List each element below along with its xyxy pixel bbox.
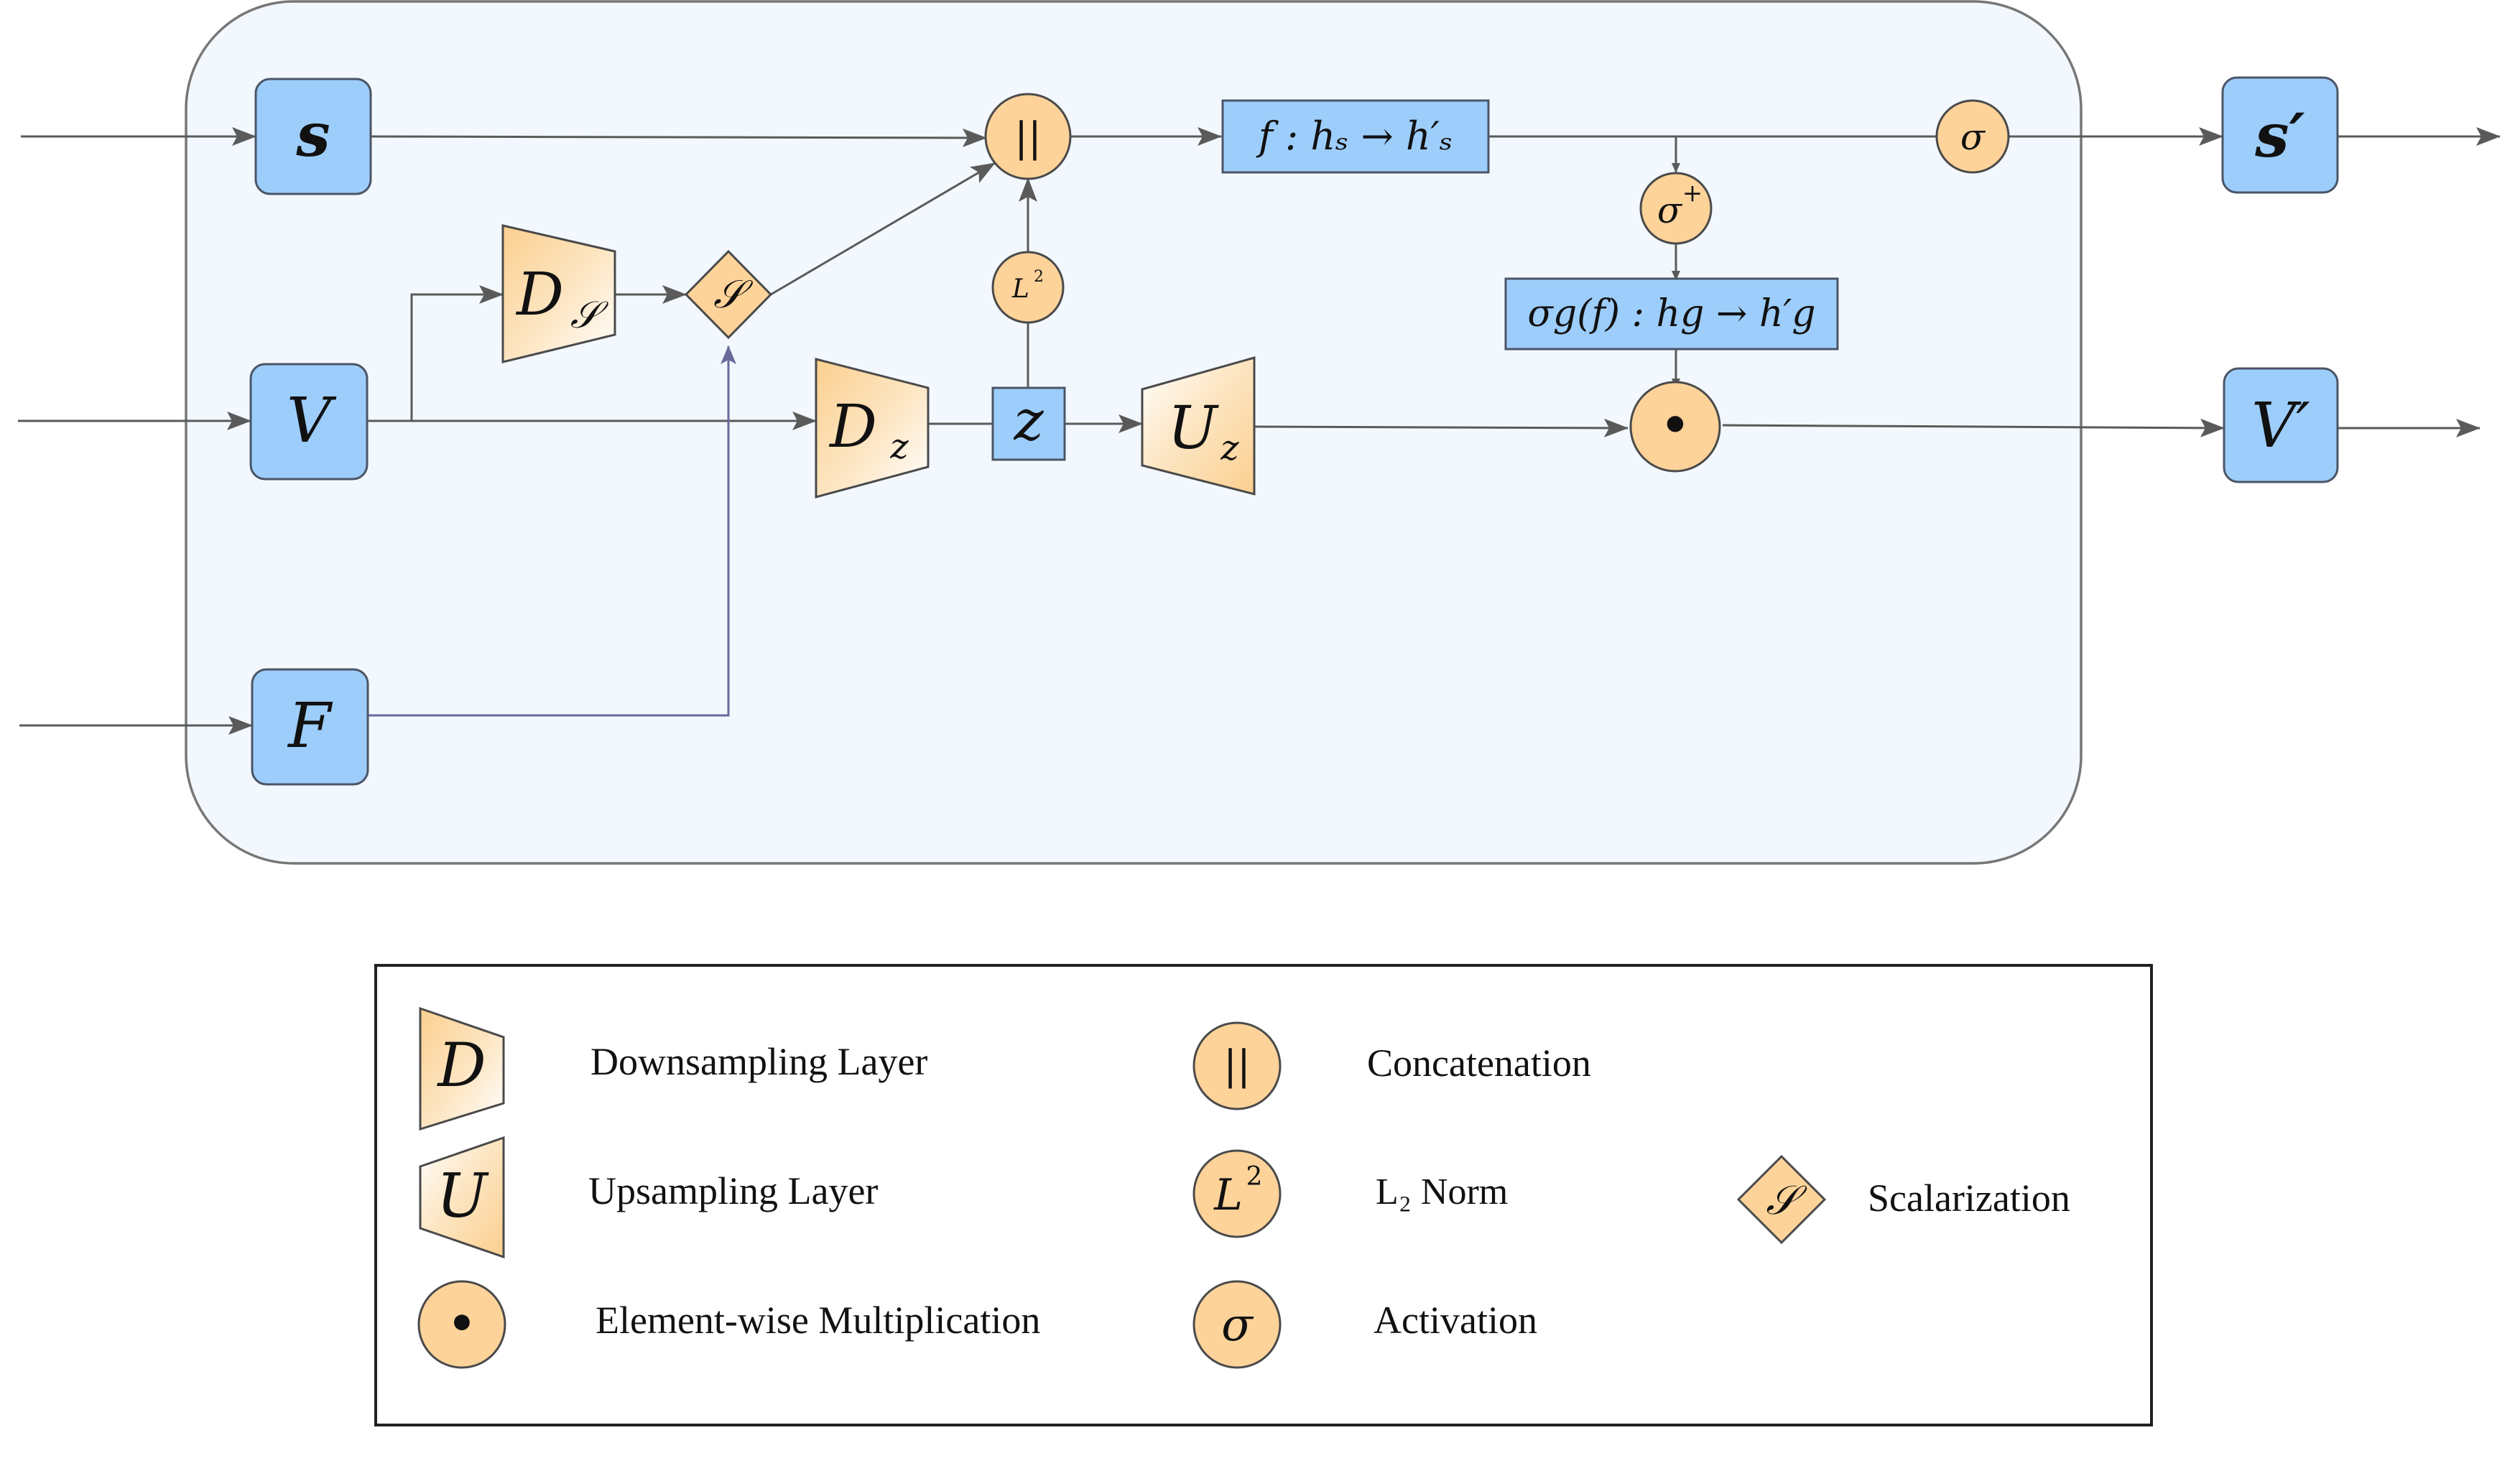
svg-text:+: +	[1682, 179, 1703, 208]
svg-text:Activation: Activation	[1374, 1299, 1537, 1342]
legend-upsampling-icon	[419, 1136, 505, 1259]
legend-item-downsampling: D Downsampling Layer	[419, 1006, 927, 1131]
svg-text:Scalarization: Scalarization	[1868, 1177, 2070, 1220]
legend-scalarization-icon	[1736, 1154, 1827, 1245]
svg-text:σ: σ	[1221, 1299, 1254, 1352]
svg-text:z: z	[1220, 428, 1239, 468]
legend-downsampling-icon	[419, 1006, 505, 1131]
downsampling-dz-layer: D z	[815, 358, 930, 498]
svg-text:F: F	[287, 690, 333, 762]
l2-norm-node: L 2	[991, 251, 1065, 324]
svg-text:σ: σ	[1657, 190, 1683, 231]
wires	[18, 127, 2501, 735]
activation-sigma-node: σ	[1935, 99, 2010, 174]
svg-text:U: U	[1167, 394, 1219, 463]
input-s-node: s	[254, 78, 372, 195]
svg-text:σ: σ	[1960, 116, 1986, 158]
svg-text:2: 2	[1246, 1162, 1263, 1192]
svg-text:f : hₛ → h′ₛ: f : hₛ → h′ₛ	[1256, 113, 1453, 159]
concat-node: ||	[984, 93, 1072, 180]
svg-text:z: z	[889, 427, 909, 467]
sigma-plus-node: σ +	[1639, 172, 1713, 245]
svg-text:Concatenation: Concatenation	[1367, 1041, 1591, 1085]
downsampling-ds-layer: D 𝒮	[501, 224, 616, 363]
svg-text:2: 2	[1034, 268, 1044, 286]
svg-text:σg(f) : hg → h′g: σg(f) : hg → h′g	[1527, 292, 1815, 335]
svg-text:V: V	[287, 385, 337, 457]
block-container	[185, 0, 2083, 865]
svg-text:Element-wise Multiplication: Element-wise Multiplication	[596, 1299, 1040, 1342]
input-f-node: F	[251, 668, 369, 786]
svg-text:L: L	[1213, 1170, 1243, 1220]
svg-text:L: L	[1011, 274, 1029, 304]
svg-text:s: s	[295, 99, 330, 170]
svg-text:L₂ Norm: L₂ Norm	[1376, 1171, 1508, 1212]
svg-text:||: ||	[1223, 1042, 1251, 1089]
f-function-box: f : hₛ → h′ₛ	[1221, 99, 1490, 174]
legend-item-element-wise: • Element-wise Multiplication	[417, 1280, 1040, 1369]
svg-text:•: •	[1661, 399, 1690, 453]
g-function-box: σg(f) : hg → h′g	[1504, 277, 1839, 351]
hadamard-node: •	[1629, 381, 1721, 473]
z-node: z	[991, 386, 1066, 461]
legend-l2-icon	[1192, 1149, 1282, 1238]
output-s-node: s′	[2221, 76, 2339, 194]
legend-item-upsampling: U Upsampling Layer	[419, 1136, 878, 1259]
legend-concat-icon	[1192, 1021, 1282, 1110]
scalarization-node: 𝒮	[684, 249, 773, 340]
legend-sigma-icon	[1192, 1280, 1282, 1369]
svg-text:s′: s′	[2254, 100, 2304, 171]
svg-text:•: •	[448, 1297, 476, 1350]
svg-text:D: D	[515, 261, 564, 329]
svg-text:||: ||	[1014, 114, 1042, 161]
output-v-node: V′	[2223, 367, 2339, 483]
svg-text:U: U	[437, 1161, 490, 1231]
svg-text:Downsampling Layer: Downsampling Layer	[590, 1040, 927, 1083]
upsampling-uz-layer: U z	[1141, 356, 1256, 496]
svg-text:D: D	[436, 1030, 486, 1100]
svg-text:Upsampling Layer: Upsampling Layer	[588, 1169, 878, 1212]
input-v-node: V	[249, 363, 369, 481]
legend-item-l2-norm: L 2 L₂ Norm	[1192, 1149, 1508, 1238]
svg-text:V′: V′	[2251, 390, 2310, 462]
legend-item-concatenation: || Concatenation	[1192, 1021, 1591, 1110]
svg-text:D: D	[828, 393, 877, 461]
legend-item-scalarization: 𝒮 Scalarization	[1736, 1154, 2070, 1245]
legend-hadamard-icon	[417, 1280, 506, 1369]
svg-text:z: z	[1013, 389, 1044, 453]
legend-item-activation: σ Activation	[1192, 1280, 1537, 1369]
